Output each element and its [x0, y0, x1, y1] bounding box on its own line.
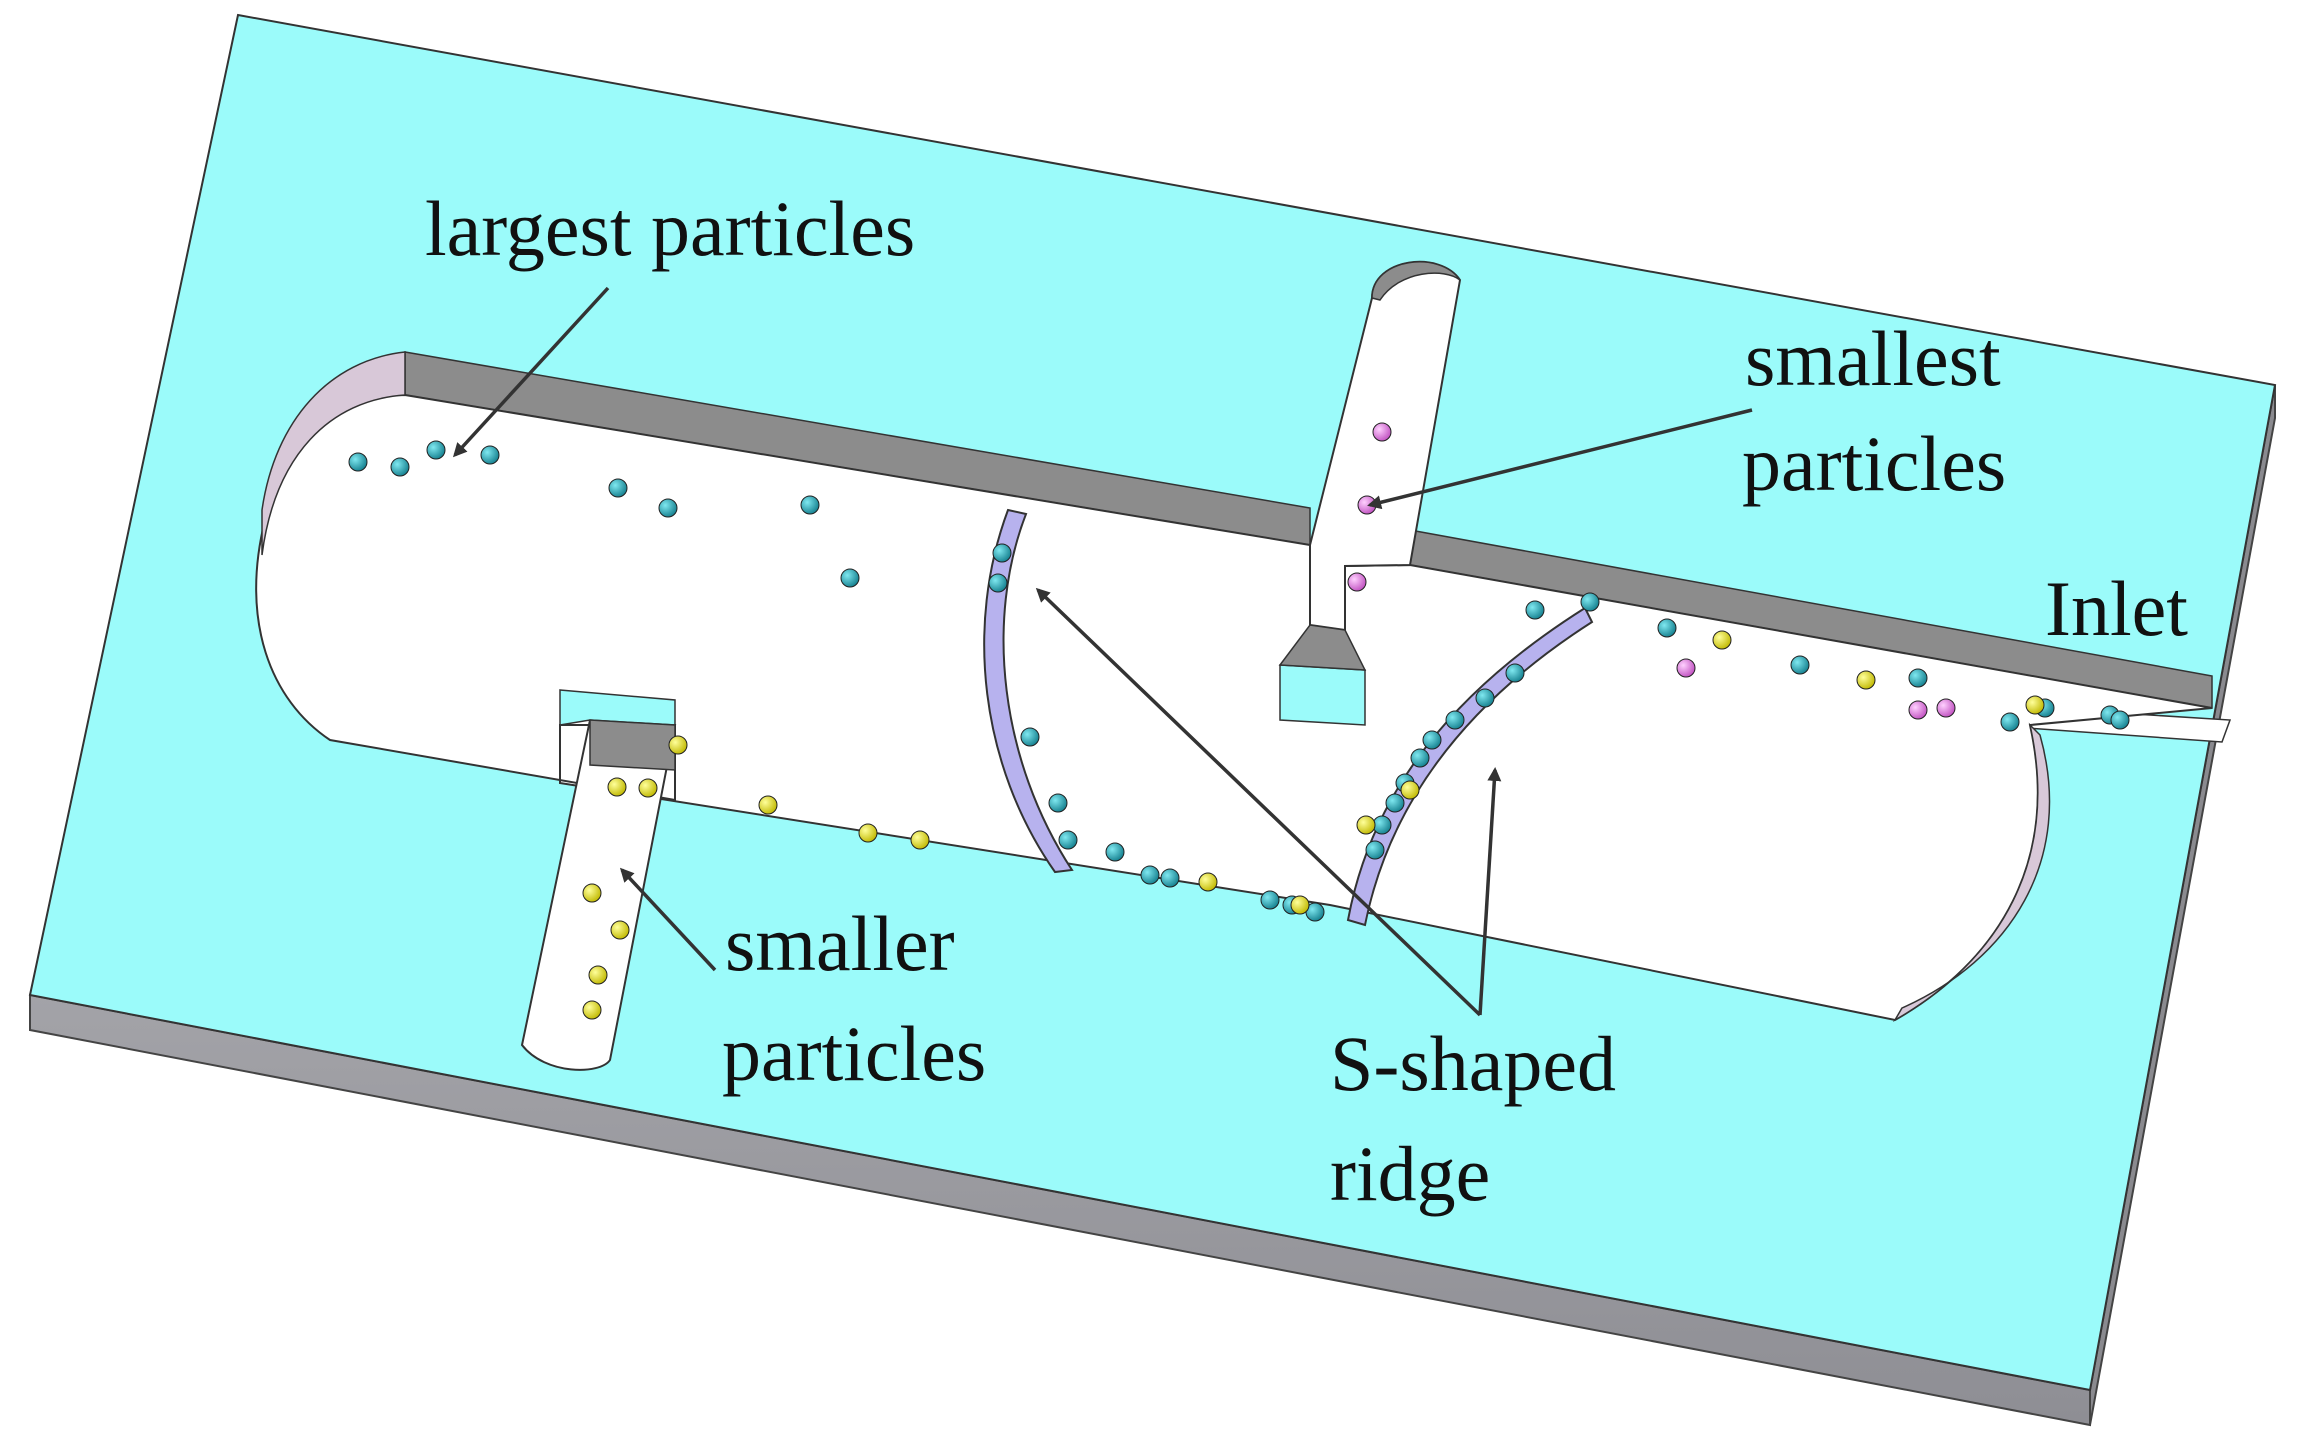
- particle-large: [1657, 618, 1677, 638]
- particle-small: [1372, 422, 1392, 442]
- particle-large: [840, 568, 860, 588]
- particle-large: [2000, 712, 2020, 732]
- particle-large: [480, 445, 500, 465]
- particle-large: [1105, 842, 1125, 862]
- arrow-ridge-left: [1035, 587, 1482, 1017]
- top-outlet-tab-side: [1278, 624, 1367, 671]
- particle-large: [608, 478, 628, 498]
- particle-small: [1676, 658, 1696, 678]
- arrow-smallest: [1367, 408, 1753, 510]
- particle-large: [348, 452, 368, 472]
- particle-medium: [588, 965, 608, 985]
- particle-medium: [582, 883, 602, 903]
- particle-large: [1365, 840, 1385, 860]
- label-largest-particles: largest particles: [425, 185, 915, 272]
- particle-large: [1422, 730, 1442, 750]
- particle-large: [1058, 830, 1078, 850]
- particle-medium: [607, 777, 627, 797]
- particle-large: [1525, 600, 1545, 620]
- particle-large: [800, 495, 820, 515]
- particle-medium: [1356, 815, 1376, 835]
- particle-medium: [638, 778, 658, 798]
- top-outlet-cap-wall: [1371, 261, 1461, 301]
- particle-medium: [610, 920, 630, 940]
- chamber-left-curve-wall: [261, 351, 406, 556]
- label-ridge-line2: ridge: [1330, 1130, 1490, 1217]
- particle-small: [1936, 698, 1956, 718]
- arrow-smaller: [619, 867, 717, 972]
- particle-large: [1140, 865, 1160, 885]
- particle-large: [1160, 868, 1180, 888]
- particle-medium: [858, 823, 878, 843]
- particle-large: [658, 498, 678, 518]
- label-inlet: Inlet: [2045, 565, 2188, 652]
- particle-medium: [1290, 895, 1310, 915]
- ridge-right: [1346, 606, 1594, 927]
- particle-medium: [910, 830, 930, 850]
- particle-large: [992, 543, 1012, 563]
- label-ridge-line1: S-shaped: [1330, 1020, 1616, 1107]
- particle-large: [1372, 815, 1392, 835]
- label-smaller-line2: particles: [722, 1010, 986, 1097]
- particle-medium: [1712, 630, 1732, 650]
- particle-large: [1475, 688, 1495, 708]
- particle-medium: [758, 795, 778, 815]
- particle-medium: [1856, 670, 1876, 690]
- particle-large: [1505, 663, 1525, 683]
- chamber-right-curve-wall: [1892, 722, 2051, 1023]
- particle-medium: [2025, 695, 2045, 715]
- particle-large: [1908, 668, 1928, 688]
- particle-medium: [1198, 872, 1218, 892]
- arrow-largest: [452, 286, 610, 458]
- particle-large: [1790, 655, 1810, 675]
- annotation-arrows: [452, 286, 1753, 1017]
- particle-large: [1385, 793, 1405, 813]
- particle-small: [1908, 700, 1928, 720]
- label-smallest-line2: particles: [1742, 420, 2006, 507]
- particle-medium: [668, 735, 688, 755]
- particle-large: [1048, 793, 1068, 813]
- particle-large: [1445, 710, 1465, 730]
- top-outlet-tab: [1279, 664, 1366, 726]
- particle-large: [988, 573, 1008, 593]
- particle-large: [1020, 727, 1040, 747]
- bottom-outlet-tab-wall: [589, 719, 676, 771]
- ridge-left: [983, 508, 1074, 874]
- particle-large: [1410, 748, 1430, 768]
- arrow-ridge-right: [1478, 767, 1502, 1016]
- label-smallest-line1: smallest: [1745, 315, 2001, 402]
- particle-medium: [1400, 780, 1420, 800]
- particle-large: [390, 457, 410, 477]
- label-smaller-line1: smaller: [725, 900, 955, 987]
- particle-large: [1260, 890, 1280, 910]
- particle-large: [426, 440, 446, 460]
- particle-medium: [582, 1000, 602, 1020]
- particle-large: [1580, 592, 1600, 612]
- particle-large: [2110, 710, 2130, 730]
- particle-small: [1347, 572, 1367, 592]
